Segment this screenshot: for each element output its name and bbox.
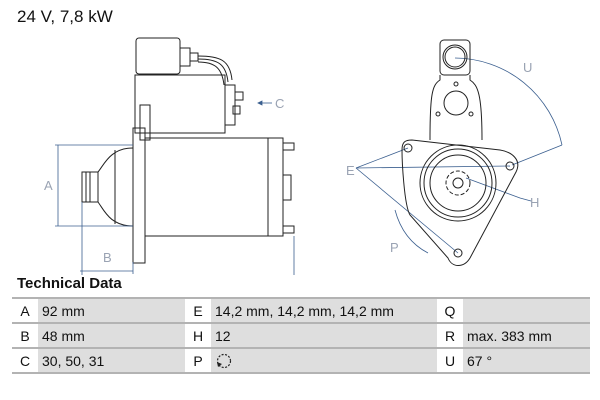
dimension-labels: A B C R E H P U <box>44 60 539 265</box>
value: max. 383 mm <box>463 322 590 349</box>
key: R <box>437 322 463 349</box>
label-c: C <box>275 96 284 111</box>
label-h: H <box>530 195 539 210</box>
key: P <box>185 347 211 374</box>
label-p: P <box>390 240 399 255</box>
key: B <box>12 322 38 349</box>
value: 92 mm <box>38 297 185 324</box>
technical-drawing: A B C R E H P U <box>44 37 563 275</box>
technical-data-table: A 92 mm E 14,2 mm, 14,2 mm, 14,2 mm Q B … <box>12 297 590 374</box>
product-title: 24 V, 7,8 kW <box>17 7 113 26</box>
value <box>463 297 590 324</box>
value: 67 ° <box>463 347 590 374</box>
value: 30, 50, 31 <box>38 347 185 374</box>
label-u: U <box>523 60 532 75</box>
table-row: A 92 mm E 14,2 mm, 14,2 mm, 14,2 mm Q <box>12 297 590 324</box>
technical-data-title: Technical Data <box>17 275 122 292</box>
key: U <box>437 347 463 374</box>
front-view <box>401 39 519 266</box>
key: H <box>185 322 211 349</box>
label-e: E <box>346 163 355 178</box>
key: E <box>185 297 211 324</box>
value <box>211 347 437 374</box>
key: A <box>12 297 38 324</box>
key: Q <box>437 297 463 324</box>
value: 48 mm <box>38 322 185 349</box>
label-b: B <box>103 250 112 265</box>
value: 14,2 mm, 14,2 mm, 14,2 mm <box>211 297 437 324</box>
rotation-direction-icon <box>216 353 232 368</box>
table-row: B 48 mm H 12 R max. 383 mm <box>12 322 590 349</box>
value: 12 <box>211 322 437 349</box>
key: C <box>12 347 38 374</box>
label-a: A <box>44 178 53 193</box>
side-view <box>81 37 295 264</box>
table-row: C 30, 50, 31 P U 67 ° <box>12 347 590 374</box>
dimension-lines <box>55 57 563 275</box>
